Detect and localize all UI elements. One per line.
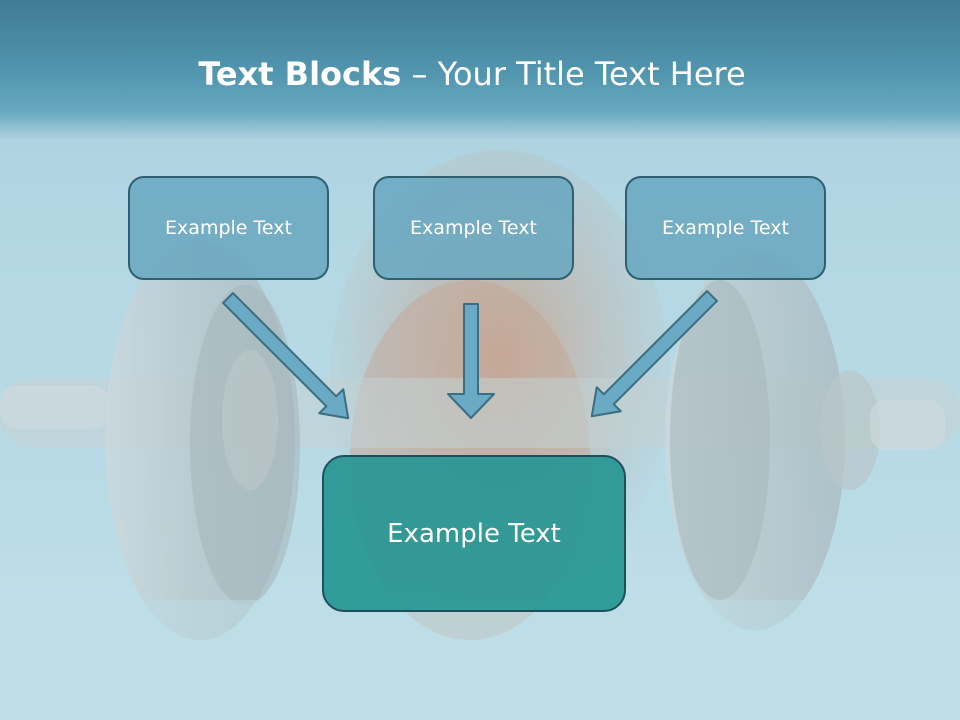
- text-block-bottom[interactable]: Example Text: [322, 455, 626, 612]
- text-block-center[interactable]: Example Text: [373, 176, 574, 280]
- title-separator: –: [411, 55, 428, 93]
- right-clamp: [870, 400, 945, 450]
- title-rest-part: Your Title Text Here: [437, 55, 746, 93]
- left-plate-hub: [222, 350, 278, 490]
- text-block-right-label: Example Text: [662, 217, 789, 239]
- text-block-bottom-label: Example Text: [387, 518, 561, 549]
- text-block-right[interactable]: Example Text: [625, 176, 826, 280]
- page-title: Text Blocks – Your Title Text Here: [0, 52, 944, 96]
- text-block-center-label: Example Text: [410, 217, 537, 239]
- text-block-left-label: Example Text: [165, 217, 292, 239]
- right-plate-inner: [670, 280, 770, 600]
- right-plate-collar: [820, 370, 880, 490]
- left-clamp: [0, 385, 110, 429]
- floor-haze: [0, 600, 960, 720]
- title-bold-part: Text Blocks: [198, 55, 402, 93]
- title-band: [0, 0, 960, 140]
- text-block-left[interactable]: Example Text: [128, 176, 329, 280]
